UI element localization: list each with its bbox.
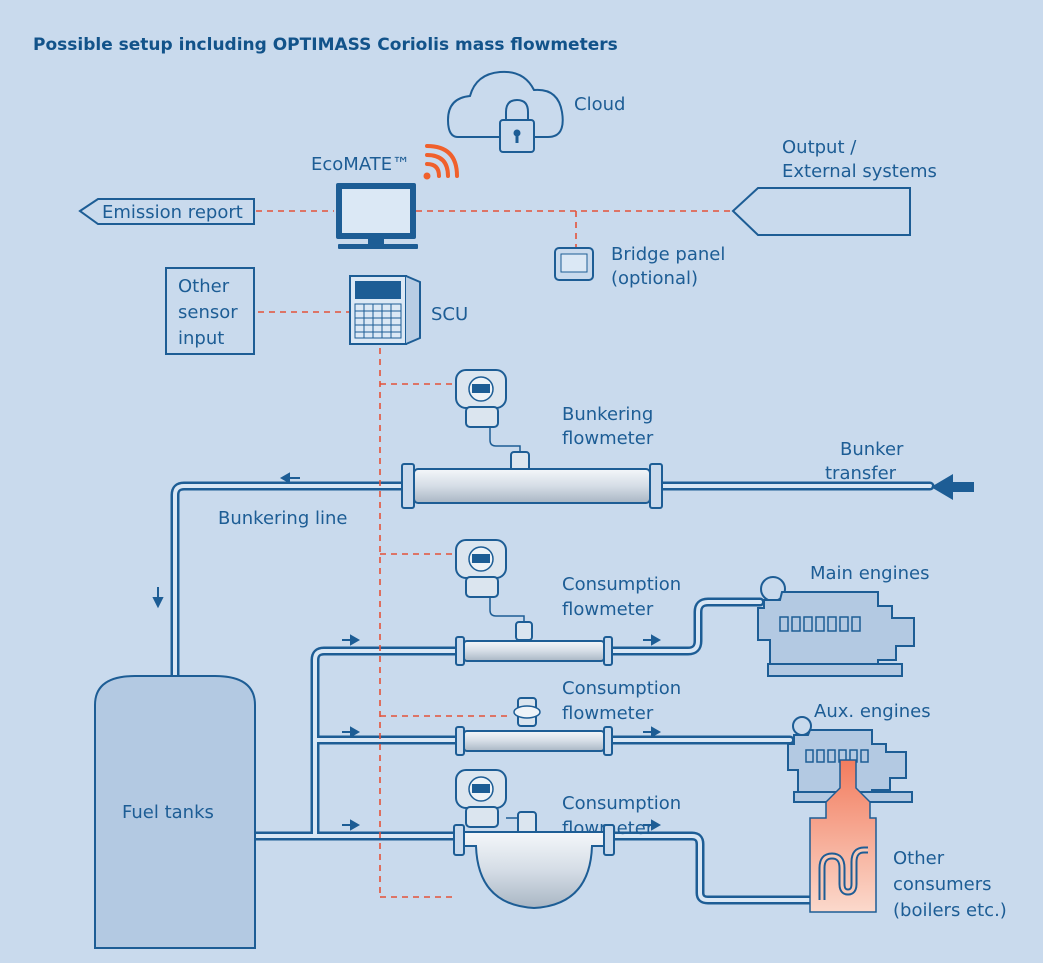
emission-report-label: Emission report	[102, 202, 243, 223]
consumption-flowmeter1-label-line2: flowmeter	[562, 599, 654, 620]
other-consumers-label-line3: (boilers etc.)	[893, 900, 1007, 921]
main-engines-label: Main engines	[810, 563, 929, 584]
consumption-flowmeter1-label-line1: Consumption	[562, 574, 681, 595]
consumption1-coriolis-sensor-icon	[455, 621, 613, 666]
scu-label: SCU	[431, 304, 468, 325]
diagram-title: Possible setup including OPTIMASS Coriol…	[33, 35, 618, 55]
wifi-icon	[423, 144, 459, 180]
bridge-panel-label-line1: Bridge panel	[611, 244, 725, 265]
consumption-flowmeter3-label-line1: Consumption	[562, 793, 681, 814]
consumption-flowmeter2-label-line2: flowmeter	[562, 703, 654, 724]
output-external-box	[731, 187, 911, 236]
bunkering-flowmeter-label-line1: Bunkering	[562, 404, 653, 425]
scu-cabinet-icon	[349, 275, 421, 345]
bunker-transfer-arrow	[931, 474, 974, 500]
monitor-icon	[336, 183, 418, 249]
fuel-tank-icon	[94, 675, 256, 949]
fuel-tanks-label: Fuel tanks	[122, 802, 214, 823]
consumption3-transmitter-icon	[455, 769, 527, 828]
output-label-line2: External systems	[782, 161, 937, 182]
bunker-transfer-label-line2: transfer	[825, 463, 897, 484]
bunkering-line-label: Bunkering line	[218, 508, 347, 529]
other-consumers-label-line2: consumers	[893, 874, 992, 895]
bridge-panel-label-line2: (optional)	[611, 268, 698, 289]
other-sensor-label-line2: sensor	[178, 302, 238, 323]
boiler-icon	[809, 759, 877, 913]
bunkering-flowmeter-label-line2: flowmeter	[562, 428, 654, 449]
flow-arrows	[152, 472, 662, 831]
other-consumers-label-line1: Other	[893, 848, 945, 869]
aux-engines-label: Aux. engines	[814, 701, 931, 722]
cloud-label: Cloud	[574, 94, 625, 115]
ecomate-label: EcoMATE™	[311, 154, 410, 175]
main-engine-icon	[757, 576, 915, 677]
bunker-transfer-label-line1: Bunker	[840, 439, 904, 460]
other-sensor-label-line1: Other	[178, 276, 230, 297]
bunkering-transmitter-icon	[455, 369, 521, 456]
other-sensor-input-box	[165, 267, 255, 355]
consumption-flowmeter2-label-line1: Consumption	[562, 678, 681, 699]
output-label-line1: Output /	[782, 137, 857, 158]
consumption2-coriolis-sensor-icon	[455, 697, 613, 756]
bunkering-coriolis-sensor-icon	[401, 451, 663, 509]
emission-report-box	[78, 198, 255, 225]
cloud-lock-icon	[446, 70, 564, 153]
consumption1-transmitter-icon	[455, 539, 525, 624]
bridge-panel-icon	[554, 247, 594, 281]
data-links	[256, 210, 733, 898]
consumption3-coriolis-sensor-icon	[453, 811, 615, 910]
pipe-network	[170, 481, 935, 905]
other-sensor-label-line3: input	[178, 328, 224, 349]
